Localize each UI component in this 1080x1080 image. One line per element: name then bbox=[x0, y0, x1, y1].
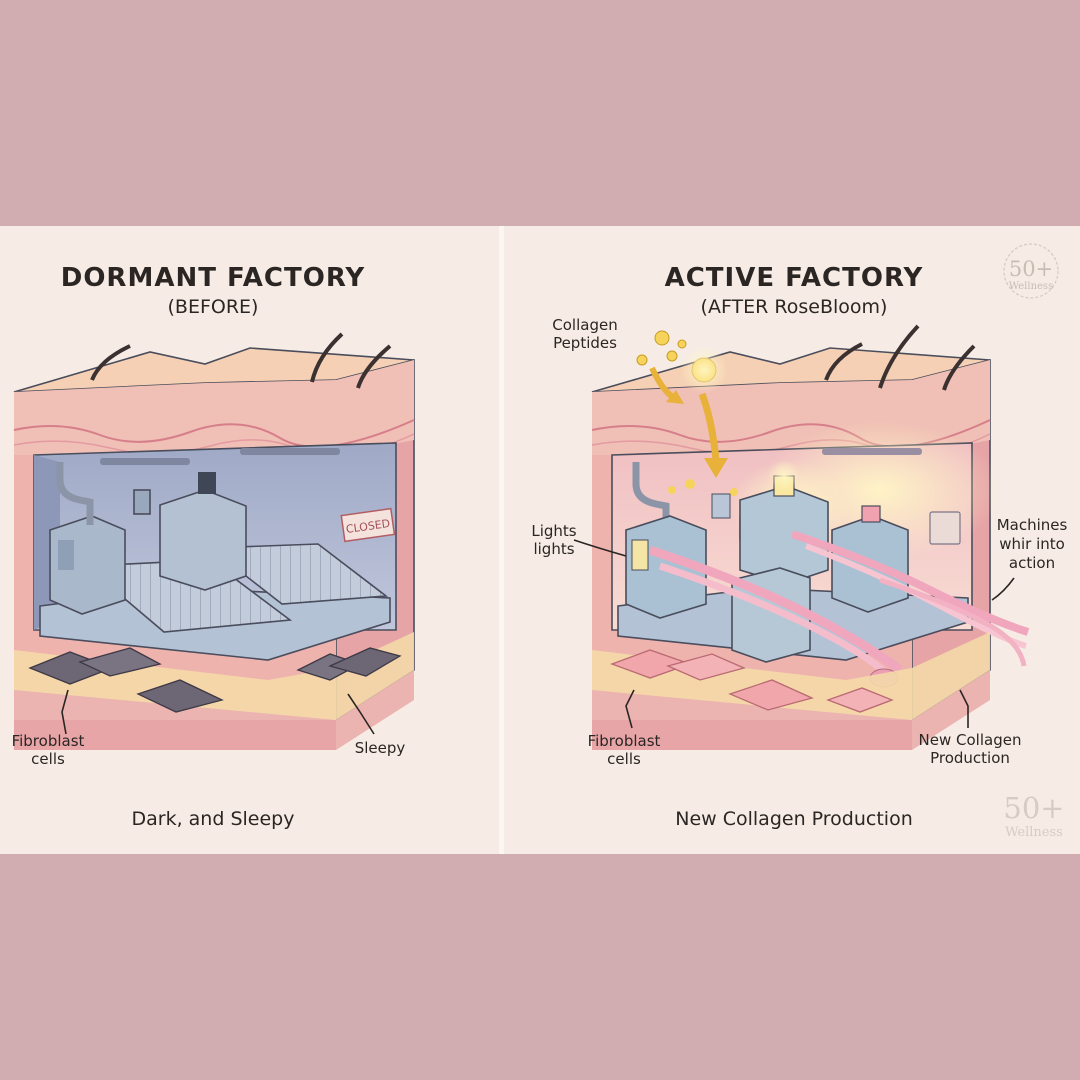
wellness-logo-watermark: 50+ Wellness bbox=[1003, 791, 1064, 840]
collagen-peptide-bubbles bbox=[636, 330, 738, 496]
machines-label-line3: action bbox=[1009, 554, 1055, 572]
badge-word: Wellness bbox=[1009, 281, 1053, 292]
peptides-label-line1: Collagen bbox=[552, 316, 617, 334]
after-fibroblast-label-line1: Fibroblast bbox=[588, 732, 661, 750]
before-caption: Dark, and Sleepy bbox=[132, 808, 295, 830]
badge-number: 50+ bbox=[1009, 257, 1053, 281]
machines-label-line1: Machines bbox=[997, 516, 1068, 534]
before-subtitle: (BEFORE) bbox=[168, 296, 259, 318]
peptides-label-line2: Peptides bbox=[553, 334, 617, 352]
closed-sign: CLOSED bbox=[345, 517, 391, 536]
machines-label-line2: whir into bbox=[999, 535, 1065, 553]
active-factory-illustration bbox=[573, 324, 1030, 750]
watermark-word: Wellness bbox=[1005, 825, 1063, 840]
lights-label-line2: lights bbox=[533, 540, 574, 558]
watermark-number: 50+ bbox=[1003, 791, 1064, 825]
after-fibroblast-label-line2: cells bbox=[607, 750, 641, 768]
after-caption: New Collagen Production bbox=[675, 808, 913, 830]
production-label-line2: Production bbox=[930, 749, 1010, 767]
production-label-line1: New Collagen bbox=[919, 731, 1022, 749]
wellness-logo-badge: 50+ Wellness bbox=[1003, 243, 1059, 299]
before-fibroblast-label-line1: Fibroblast bbox=[12, 732, 85, 750]
panel-divider bbox=[499, 226, 504, 854]
after-subtitle: (AFTER RoseBloom) bbox=[701, 296, 888, 318]
after-title: ACTIVE FACTORY bbox=[665, 263, 924, 293]
before-fibroblast-label-line2: cells bbox=[31, 750, 65, 768]
before-sleepy-label: Sleepy bbox=[355, 739, 406, 757]
dormant-factory-illustration: CLOSED bbox=[13, 332, 415, 750]
lights-label-line1: Lights bbox=[531, 522, 576, 540]
before-title: DORMANT FACTORY bbox=[61, 263, 366, 293]
